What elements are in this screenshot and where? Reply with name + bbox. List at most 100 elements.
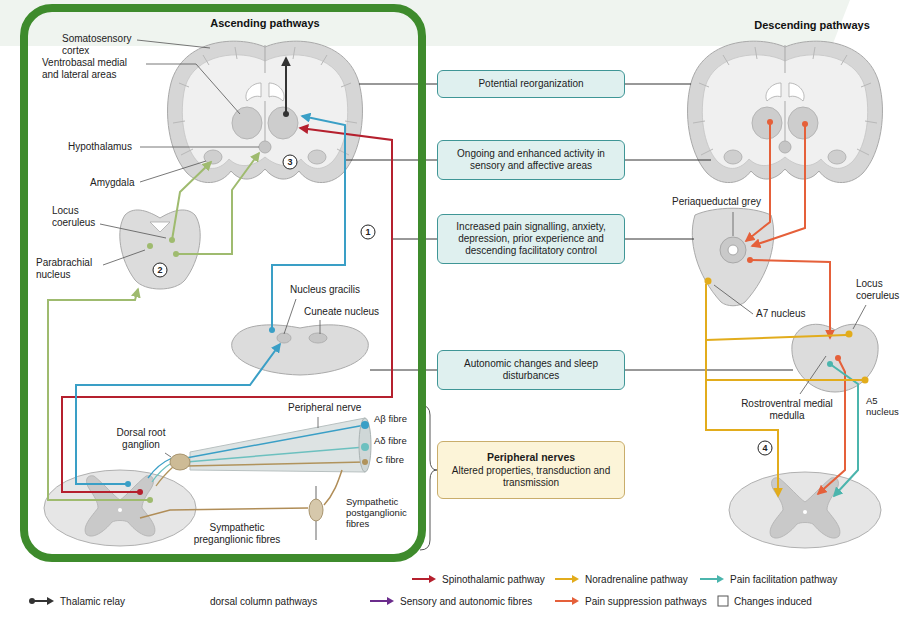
callout-number: 1 xyxy=(361,225,375,239)
legend-sample xyxy=(368,595,396,607)
legend-sample xyxy=(716,595,730,607)
pathway-dot xyxy=(269,327,275,333)
process-box: Autonomic changes and sleep disturbances xyxy=(437,350,625,390)
pathway-line xyxy=(750,260,830,338)
peripheral-nerve xyxy=(361,443,369,451)
legend-sample xyxy=(555,600,573,602)
anatomy-label: Parabrachial nucleus xyxy=(36,257,102,280)
leader-line xyxy=(318,417,319,428)
box-text: Ongoing and enhanced activity in sensory… xyxy=(444,148,618,172)
brain-section xyxy=(688,41,883,182)
leader-line xyxy=(284,299,296,334)
highlight-frame xyxy=(24,8,422,558)
pathway-line xyxy=(746,122,770,241)
legend-text: Noradrenaline pathway xyxy=(585,574,688,585)
leader-line xyxy=(100,224,166,238)
brainstem-section xyxy=(309,333,327,343)
anatomy-label: Ventrobasal medial and lateral areas xyxy=(42,57,142,80)
peripheral-nerve xyxy=(148,418,371,486)
box-link-line xyxy=(625,239,694,240)
legend-item: Noradrenaline pathway xyxy=(553,572,688,586)
pathway-dot xyxy=(767,119,773,125)
peripheral-nerve xyxy=(362,459,368,465)
box-link-line xyxy=(625,84,691,85)
spinal-cord xyxy=(729,472,881,548)
anatomy-label: Periaqueductal grey xyxy=(672,196,761,208)
pathway-dot xyxy=(705,278,712,285)
brainstem-section xyxy=(232,325,369,375)
pathway-line xyxy=(285,58,287,114)
note-box: Peripheral nervesAltered properties, tra… xyxy=(437,441,625,499)
fibre-label: Aβ fibre xyxy=(374,414,407,425)
leader-line xyxy=(733,212,734,236)
section-heading: Descending pathways xyxy=(752,19,872,32)
leader-line xyxy=(140,147,259,148)
legend-sample xyxy=(555,578,573,580)
box-heading: Peripheral nerves xyxy=(444,451,618,464)
fibre-label: Sympathetic preganglionic fibres xyxy=(182,522,292,545)
box-text: Potential reorganization xyxy=(444,78,618,90)
callout-circle xyxy=(758,441,772,455)
legend-sample xyxy=(698,573,726,585)
callout-circle xyxy=(153,263,167,277)
legend-sample xyxy=(370,600,388,602)
pathway-dot xyxy=(835,355,841,361)
pathway-dot xyxy=(283,111,289,117)
legend-sample xyxy=(30,600,48,602)
sympathetic-ganglion xyxy=(140,508,308,518)
legend-text: dorsal column pathways xyxy=(210,596,317,607)
anatomy-label: Nucleus gracilis xyxy=(290,284,360,296)
legend-text: Pain suppression pathways xyxy=(585,596,707,607)
process-box: Ongoing and enhanced activity in sensory… xyxy=(437,140,625,180)
spinal-cord xyxy=(44,470,196,546)
legend-sample xyxy=(47,597,54,605)
pathway-line xyxy=(830,364,858,496)
legend-text: Sensory and autonomic fibres xyxy=(400,596,532,607)
pathway-dot xyxy=(802,121,808,127)
pathway-line xyxy=(62,128,392,492)
box-link-line xyxy=(625,160,711,161)
pathway-line xyxy=(172,162,211,240)
pathway-dot xyxy=(846,331,853,338)
anatomy-label: Rostroventral medial medulla xyxy=(740,398,834,421)
box-link-line xyxy=(370,370,437,371)
legend-sample xyxy=(717,575,724,583)
leader-line xyxy=(146,64,240,114)
box-text: Autonomic changes and sleep disturbances xyxy=(444,358,618,382)
anatomy-label: Locus coeruleus xyxy=(52,205,107,228)
pathway-dot xyxy=(147,243,153,249)
peripheral-nerve xyxy=(152,462,173,482)
anatomy-label: Peripheral nerve xyxy=(288,402,361,414)
box-link-line xyxy=(392,239,437,240)
process-box: Potential reorganization xyxy=(437,70,625,98)
legend-item: Thalamic relay xyxy=(28,594,125,608)
process-box: Increased pain signalling, anxiety, depr… xyxy=(437,214,625,264)
section-heading: Ascending pathways xyxy=(205,17,325,30)
sympathetic-ganglion xyxy=(309,499,323,521)
legend-sample xyxy=(410,573,438,585)
brain-section xyxy=(168,41,883,182)
leader-line xyxy=(800,356,826,394)
brainstem-section xyxy=(120,210,200,289)
pathway-dot xyxy=(125,481,131,487)
anatomy-label: Somatosensory cortex xyxy=(62,33,147,56)
pathway-dot xyxy=(169,237,175,243)
brainstem-section xyxy=(728,245,738,255)
leader-line xyxy=(714,285,753,314)
pathway-dot xyxy=(137,489,143,495)
pathway-line xyxy=(272,116,345,330)
legend-text: Thalamic relay xyxy=(60,596,125,607)
legend-item: Pain facilitation pathway xyxy=(698,572,837,586)
legend-item: Pain suppression pathways xyxy=(553,594,707,608)
peripheral-nerve xyxy=(186,462,365,466)
legend-text: Pain facilitation pathway xyxy=(730,574,837,585)
brainstem-section xyxy=(277,333,291,343)
legend-sample xyxy=(387,597,394,605)
leader-line xyxy=(103,250,145,265)
legend-sample xyxy=(700,578,718,580)
brain-section xyxy=(168,41,363,182)
legend-sample xyxy=(553,573,581,585)
pathway-line xyxy=(48,58,862,500)
pathway-dot xyxy=(147,497,153,503)
